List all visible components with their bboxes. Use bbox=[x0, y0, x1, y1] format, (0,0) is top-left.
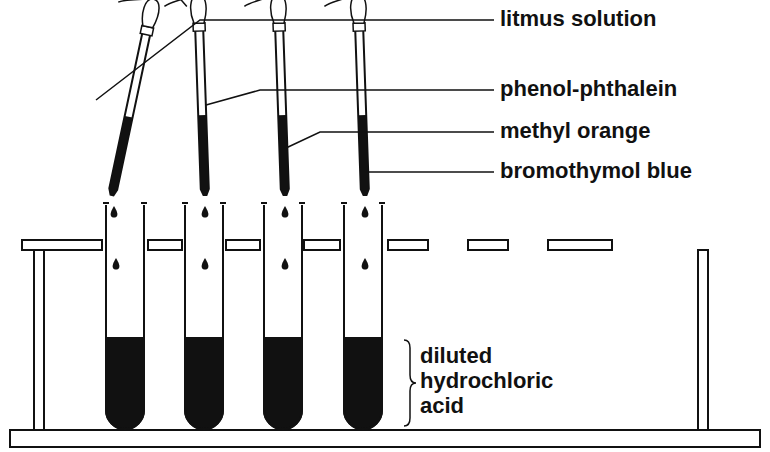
rack-shelf bbox=[22, 240, 102, 250]
rack-shelf bbox=[388, 240, 428, 250]
dropper bbox=[243, 0, 319, 196]
dropper bbox=[323, 0, 399, 196]
brace bbox=[404, 340, 416, 426]
test-tube bbox=[261, 203, 305, 429]
test-tube bbox=[103, 203, 147, 429]
rack-post bbox=[34, 250, 44, 430]
leader-line bbox=[96, 20, 494, 100]
leader-line bbox=[286, 132, 494, 148]
indicator-label: phenol-phthalein bbox=[500, 76, 677, 102]
rack-shelf bbox=[148, 240, 182, 250]
indicator-label: litmus solution bbox=[500, 6, 656, 32]
dropper bbox=[79, 0, 192, 202]
liquid-label: diluted hydrochloric acid bbox=[420, 343, 570, 418]
rack-post bbox=[698, 250, 708, 430]
test-tube bbox=[341, 203, 385, 429]
rack-shelf bbox=[468, 240, 508, 250]
rack-shelf bbox=[304, 240, 340, 250]
rack-base bbox=[10, 430, 760, 447]
rack-shelf bbox=[226, 240, 260, 250]
test-tube bbox=[182, 203, 226, 429]
leader-line bbox=[206, 90, 494, 105]
indicator-label: bromothymol blue bbox=[500, 158, 692, 184]
indicator-label: methyl orange bbox=[500, 118, 650, 144]
leader-line bbox=[366, 171, 494, 173]
drops bbox=[111, 206, 369, 270]
dropper bbox=[163, 0, 239, 196]
rack-shelf bbox=[548, 240, 612, 250]
